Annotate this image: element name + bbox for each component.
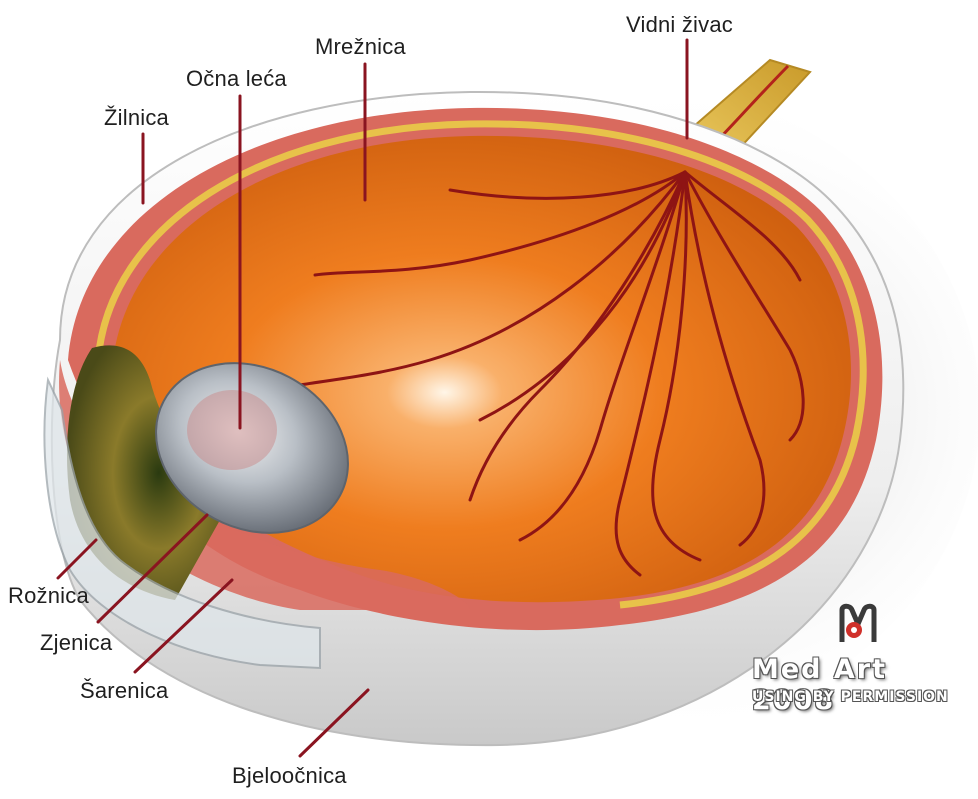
label-lens: Očna leća: [186, 66, 287, 92]
label-choroid: Žilnica: [104, 105, 169, 131]
lens-reflection: [187, 390, 277, 470]
watermark-subtitle: USING BY PERMISSION: [752, 689, 949, 705]
med-art-logo: [836, 602, 880, 644]
label-sclera: Bjeloočnica: [232, 763, 347, 789]
watermark-title: Med Art 2008: [752, 654, 978, 716]
label-pupil: Zjenica: [40, 630, 112, 656]
label-optic-nerve: Vidni živac: [626, 12, 733, 38]
label-cornea: Rožnica: [8, 583, 89, 609]
label-iris: Šarenica: [80, 678, 168, 704]
label-retina: Mrežnica: [315, 34, 406, 60]
